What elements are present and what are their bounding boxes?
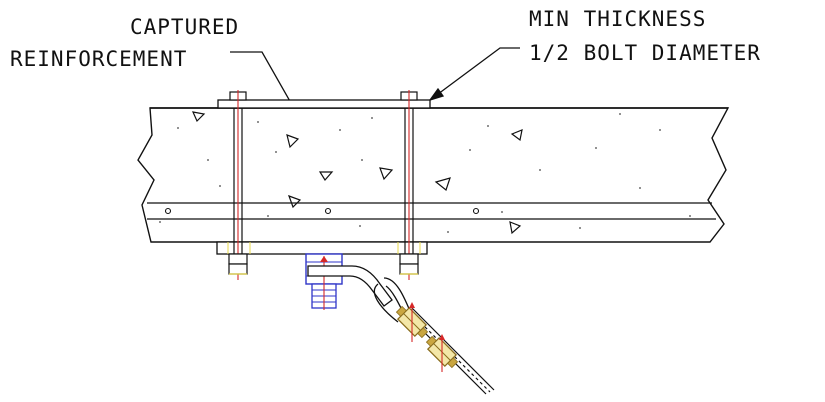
wire-rope-clip-upper (395, 302, 429, 342)
label-captured-line1: CAPTURED (130, 15, 239, 39)
label-min-thickness-line1: MIN THICKNESS (529, 7, 706, 31)
bottom-plate (216, 241, 428, 255)
concrete-slab (137, 107, 730, 243)
center-eye-bolt (305, 253, 343, 310)
aggregate-marks (191, 111, 523, 235)
wire-rope-clip-lower (425, 334, 459, 372)
rebar-dots (164, 207, 480, 215)
label-captured-line2: REINFORCEMENT (10, 47, 187, 71)
through-bolt-left (228, 90, 248, 280)
anchor-hook-plate (307, 265, 393, 307)
label-min-thickness-line2: 1/2 BOLT DIAMETER (529, 41, 761, 65)
leader-min-thickness (428, 47, 520, 102)
through-bolt-right (399, 90, 419, 280)
concrete-speckle (159, 113, 691, 233)
top-plate (217, 99, 431, 109)
